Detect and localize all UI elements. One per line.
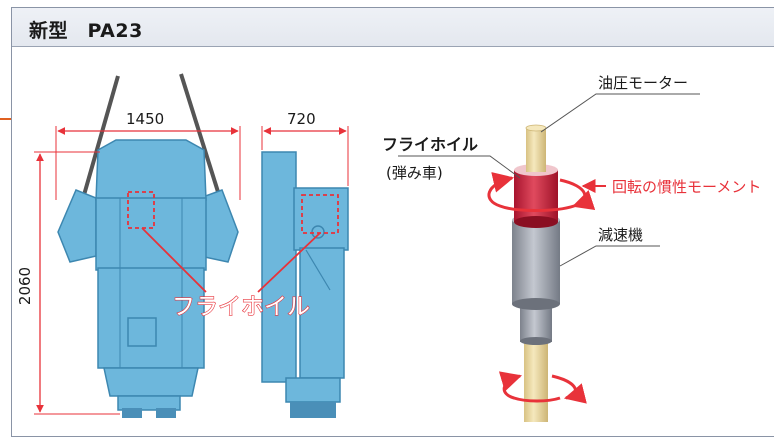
- rotation-arrow-lower-right: [551, 374, 587, 404]
- reducer-leader: [559, 245, 660, 267]
- rotation-arrow-lower: [498, 371, 561, 403]
- inertia-moment-label: 回転の慣性モーメント: [612, 178, 761, 196]
- flywheel-leader: [398, 155, 521, 179]
- motor-leader: [540, 93, 700, 133]
- rotation-arrow-upper-right: [559, 178, 596, 210]
- dimension-side-width: 720: [287, 110, 316, 128]
- dimension-height: 2060: [16, 267, 34, 305]
- flywheel-leader-front: [141, 227, 207, 293]
- reducer-label: 減速機: [598, 226, 643, 244]
- hydraulic-motor-label: 油圧モーター: [598, 74, 688, 92]
- side-view-machine: [261, 151, 349, 418]
- panel-header: 新型 PA23: [12, 8, 774, 47]
- page-title: 新型 PA23: [29, 20, 143, 42]
- flywheel-mechanism: [512, 124, 560, 422]
- flywheel-title-label: フライホイル: [382, 135, 478, 154]
- flywheel-callout-label: フライホイル: [172, 294, 310, 320]
- dimension-front-width: 1450: [126, 110, 164, 128]
- rotation-arrow-upper: [487, 172, 575, 212]
- flywheel-subtitle-label: (弾み車): [386, 164, 443, 182]
- edge-marker: [0, 118, 11, 120]
- dimension-lines: [34, 126, 349, 415]
- flywheel-leader-side: [257, 232, 321, 293]
